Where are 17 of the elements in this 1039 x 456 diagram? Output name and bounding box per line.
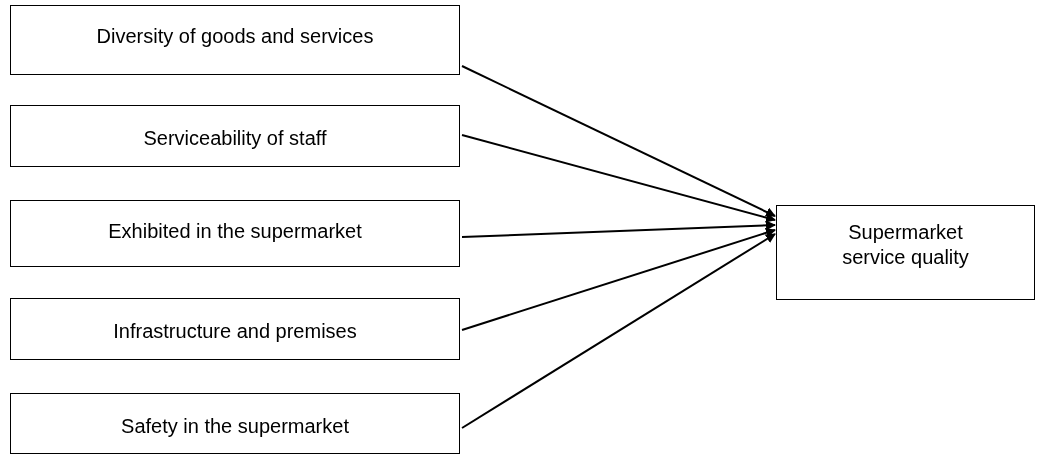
arrow [461, 134, 776, 223]
text-box [10, 5, 460, 75]
box-label: Exhibited in the supermarket [108, 219, 362, 244]
box-label: Safety in the supermarket [121, 414, 349, 439]
box-label: Diversity of goods and services [96, 24, 374, 49]
text-box [776, 205, 1035, 300]
box-label: Supermarket service quality [841, 220, 970, 270]
text-box [10, 105, 460, 167]
arrow [461, 220, 776, 238]
text-box [10, 200, 460, 267]
box-label: Serviceability of staff [143, 126, 327, 151]
arrow [461, 228, 776, 331]
arrow [461, 233, 776, 429]
text-box [10, 298, 460, 360]
arrow [461, 65, 776, 217]
box-label: Infrastructure and premises [113, 319, 357, 344]
text-box [10, 393, 460, 454]
